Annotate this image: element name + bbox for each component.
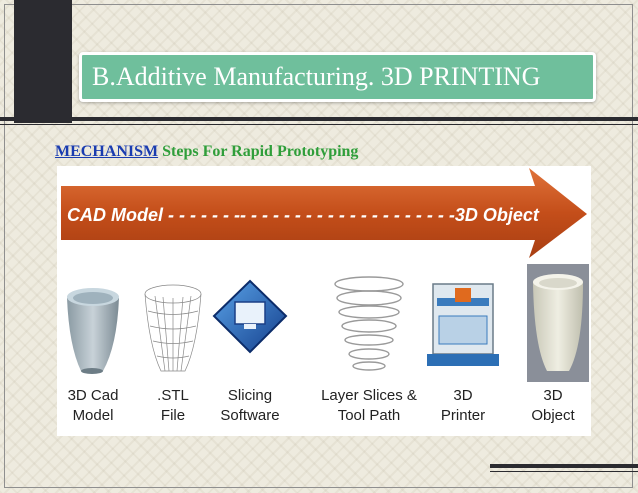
process-figure: CAD Model - - - - - - -- - - - - - - - -…	[57, 166, 591, 436]
step-caption: 3D Cad Model	[51, 386, 135, 426]
step-caption: .STL File	[131, 386, 215, 426]
subtitle: MECHANISM Steps For Rapid Prototyping	[55, 143, 358, 161]
arrow-label: CAD Model - - - - - - -- - - - - - - - -…	[67, 205, 540, 225]
top-rule	[0, 117, 638, 121]
slide-frame	[4, 4, 633, 488]
title-box: B.Additive Manufacturing. 3D PRINTING	[79, 52, 596, 102]
slicing-software-icon	[212, 279, 288, 354]
step-caption: 3D Object	[511, 386, 595, 426]
step-caption-line2: Printer	[440, 407, 486, 424]
step-caption-line1: Slicing	[227, 387, 273, 404]
subtitle-text: Steps For Rapid Prototyping	[158, 143, 359, 160]
step-caption: Layer Slices & Tool Path	[312, 386, 426, 426]
step-caption-line1: 3D	[453, 387, 473, 404]
mechanism-link[interactable]: MECHANISM	[55, 143, 159, 160]
process-arrow	[61, 168, 587, 258]
step-caption-line1: 3D	[543, 387, 563, 404]
step-caption-line2: File	[160, 407, 186, 424]
top-rule-thin	[0, 124, 638, 125]
bottom-rule	[490, 464, 638, 468]
step-caption: Slicing Software	[208, 386, 292, 426]
decorative-dark-block	[14, 0, 72, 123]
step-caption-line1: 3D Cad	[67, 387, 119, 404]
step-caption-line2: Tool Path	[337, 407, 401, 424]
cad-model-icon	[67, 288, 119, 374]
bottom-rule-thin	[490, 471, 638, 472]
process-graphic: CAD Model - - - - - - -- - - - - - - - -…	[61, 168, 589, 382]
3d-object-icon	[527, 264, 589, 382]
step-caption-line2: Software	[220, 407, 280, 424]
step-caption-line2: Object	[531, 407, 575, 424]
step-caption: 3D Printer	[421, 386, 505, 426]
step-caption-line1: .STL	[157, 387, 189, 404]
slide-title: B.Additive Manufacturing. 3D PRINTING	[92, 62, 541, 91]
step-caption-line1: Layer Slices &	[321, 387, 417, 404]
step-caption-line2: Model	[72, 407, 114, 424]
layer-slices-icon	[334, 276, 404, 371]
stl-file-icon	[144, 284, 202, 372]
3d-printer-icon	[427, 283, 499, 366]
